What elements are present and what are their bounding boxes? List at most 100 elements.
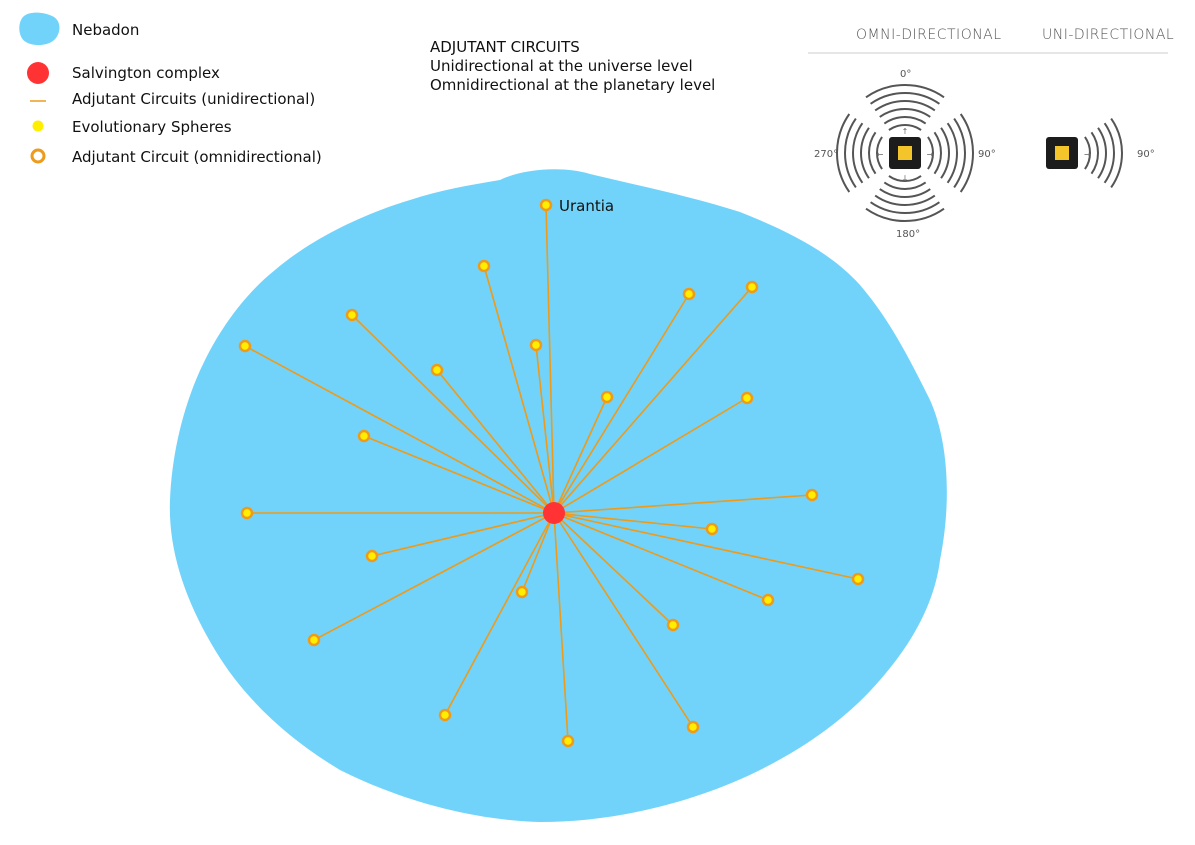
legend-label-omni-circuit: Adjutant Circuit (omnidirectional) — [72, 148, 322, 166]
omni-wave-arc — [868, 131, 877, 175]
evolutionary-sphere — [438, 708, 452, 722]
evolutionary-sphere — [238, 339, 252, 353]
omni-wave-arc — [888, 124, 922, 131]
omni-emitter: ↑ ↓ ← → — [877, 127, 934, 183]
legend-salvington-swatch — [27, 62, 49, 84]
evolutionary-sphere — [761, 593, 775, 607]
omni-directional-header: OMNI-DIRECTIONAL — [856, 27, 1002, 43]
circuit-line — [553, 512, 859, 580]
evolutionary-sphere — [477, 259, 491, 273]
evolutionary-sphere — [240, 506, 254, 520]
evolutionary-sphere — [666, 618, 680, 632]
evolutionary-spheres — [238, 198, 865, 748]
omni-wave-arc — [865, 84, 945, 99]
circuit-line — [553, 396, 608, 514]
evolutionary-sphere — [705, 522, 719, 536]
legend-label-nebadon: Nebadon — [72, 21, 140, 39]
evolutionary-sphere — [529, 338, 543, 352]
omni-wave-arc — [844, 118, 857, 188]
evolutionary-sphere — [600, 390, 614, 404]
omni-wave-arc — [876, 136, 883, 170]
circuit-line — [553, 293, 690, 514]
legend-omni-swatch — [30, 148, 46, 164]
omni-wave-arc — [874, 100, 936, 112]
omni-wave-arc — [959, 113, 974, 193]
omni-wave-arc — [883, 116, 927, 125]
uni-wave-arc — [1097, 127, 1107, 179]
uni-wave-arc — [1090, 131, 1099, 175]
evolutionary-sphere — [740, 391, 754, 405]
urantia-label: Urantia — [559, 197, 615, 215]
title-line-2: Unidirectional at the universe level — [430, 57, 693, 75]
svg-text:↓: ↓ — [902, 174, 909, 183]
omni-wave-arc — [933, 131, 942, 175]
circuit-line — [521, 512, 555, 593]
uni-wave-arc — [1103, 122, 1115, 184]
evolutionary-sphere — [430, 363, 444, 377]
evolutionary-sphere — [307, 633, 321, 647]
legend-nebadon-swatch — [19, 12, 60, 46]
circuit-line — [553, 512, 674, 626]
circuit-line — [553, 512, 769, 601]
omni-wave-arc — [883, 181, 927, 190]
uni-directional-waves — [1084, 118, 1123, 188]
omni-wave-arc — [879, 188, 931, 198]
title-line-3: Omnidirectional at the planetary level — [430, 76, 716, 94]
omni-wave-arc — [870, 201, 940, 214]
legend-label-spheres: Evolutionary Spheres — [72, 118, 232, 136]
omni-wave-arc — [879, 108, 931, 118]
evolutionary-sphere — [515, 585, 529, 599]
omni-label-270deg: 270° — [814, 149, 839, 160]
circuit-line — [553, 494, 813, 514]
legend-label-circuits: Adjutant Circuits (unidirectional) — [72, 90, 316, 108]
svg-text:→: → — [927, 150, 934, 159]
evolutionary-sphere — [365, 549, 379, 563]
circuit-line — [363, 435, 555, 514]
uni-directional-header: UNI-DIRECTIONAL — [1042, 27, 1175, 43]
circuit-line — [553, 512, 694, 728]
uni-label-90deg: 90° — [1137, 149, 1155, 160]
title-block: ADJUTANT CIRCUITS Unidirectional at the … — [430, 38, 715, 95]
svg-text:←: ← — [877, 150, 884, 159]
circuit-line — [351, 314, 555, 514]
omni-wave-arc — [927, 136, 934, 170]
legend-label-salvington: Salvington complex — [72, 64, 220, 82]
evolutionary-sphere — [686, 720, 700, 734]
omni-wave-arc — [870, 92, 940, 105]
circuit-line — [371, 512, 555, 557]
evolutionary-sphere — [561, 734, 575, 748]
circuit-line — [535, 344, 555, 514]
uni-wave-arc — [1110, 118, 1123, 188]
circuit-line — [436, 369, 555, 514]
uni-wave-arc — [1084, 136, 1092, 170]
circuit-line — [553, 397, 748, 514]
omni-wave-arc — [865, 207, 945, 222]
omni-wave-arc — [874, 194, 936, 206]
omni-wave-arc — [860, 127, 870, 179]
uni-emitter: → — [1046, 137, 1091, 169]
nebadon-region — [169, 169, 947, 822]
circuit-line — [553, 512, 569, 742]
omni-wave-arc — [852, 122, 864, 184]
evolutionary-sphere — [345, 308, 359, 322]
circuit-line — [545, 204, 555, 514]
omni-wave-arc — [888, 175, 922, 182]
svg-text:→: → — [1084, 150, 1091, 159]
circuit-line — [244, 345, 555, 514]
evolutionary-sphere — [682, 287, 696, 301]
evolutionary-sphere — [357, 429, 371, 443]
adjutant-circuits — [244, 204, 859, 742]
evolutionary-sphere — [745, 280, 759, 294]
svg-text:↑: ↑ — [902, 127, 909, 136]
legend-symbols — [19, 12, 60, 164]
circuit-line — [444, 512, 555, 716]
omni-wave-arc — [940, 127, 950, 179]
omni-label-180deg: 180° — [896, 229, 921, 240]
salvington-complex — [543, 502, 565, 524]
omni-wave-arc — [946, 122, 958, 184]
omni-directional-rings — [836, 84, 974, 222]
title-line-1: ADJUTANT CIRCUITS — [430, 38, 580, 56]
omni-label-0deg: 0° — [900, 69, 912, 80]
